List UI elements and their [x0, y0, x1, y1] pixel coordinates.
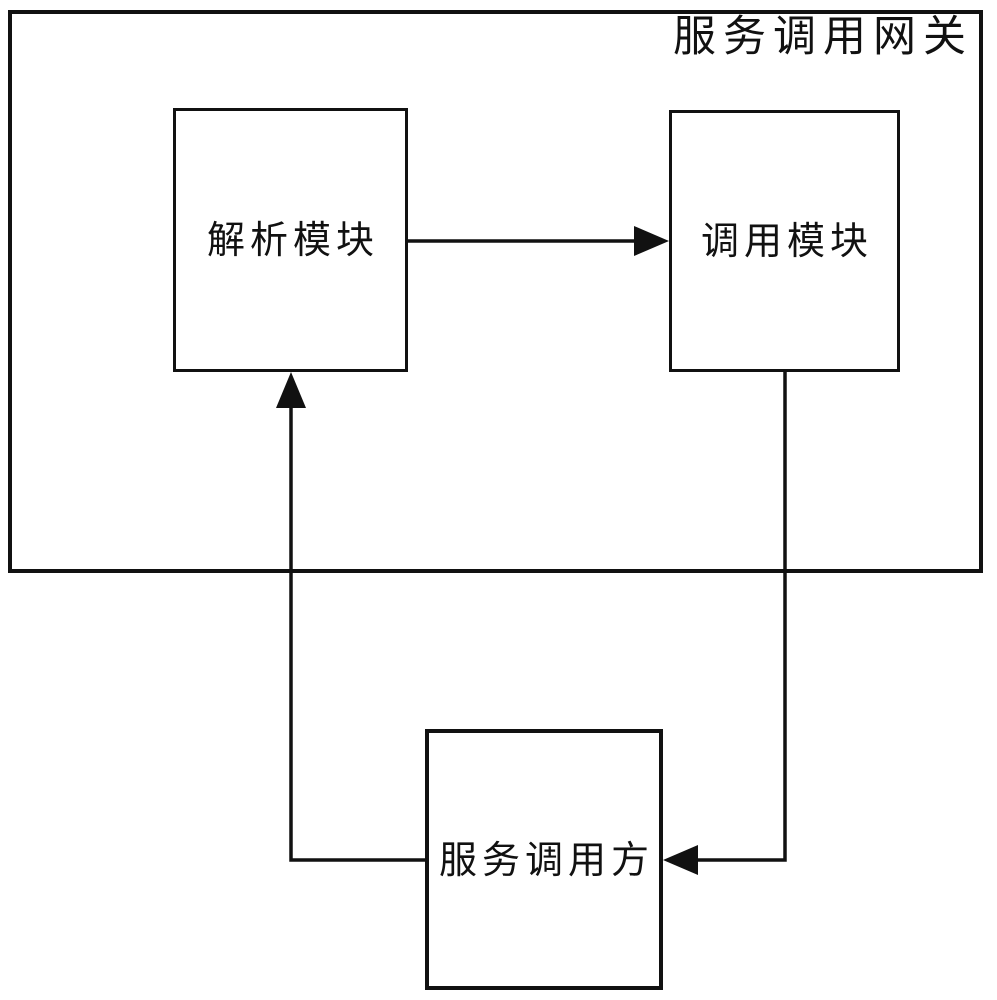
- caller-label: 服务调用方: [438, 837, 654, 882]
- invoke-module-box: 调用模块: [669, 110, 900, 372]
- invoke-module-label: 调用模块: [700, 219, 873, 263]
- parse-module-label: 解析模块: [206, 218, 379, 262]
- parse-module-box: 解析模块: [173, 108, 408, 372]
- gateway-box: [8, 10, 983, 573]
- gateway-label: 服务调用网关: [673, 12, 973, 62]
- caller-box: 服务调用方: [425, 729, 663, 990]
